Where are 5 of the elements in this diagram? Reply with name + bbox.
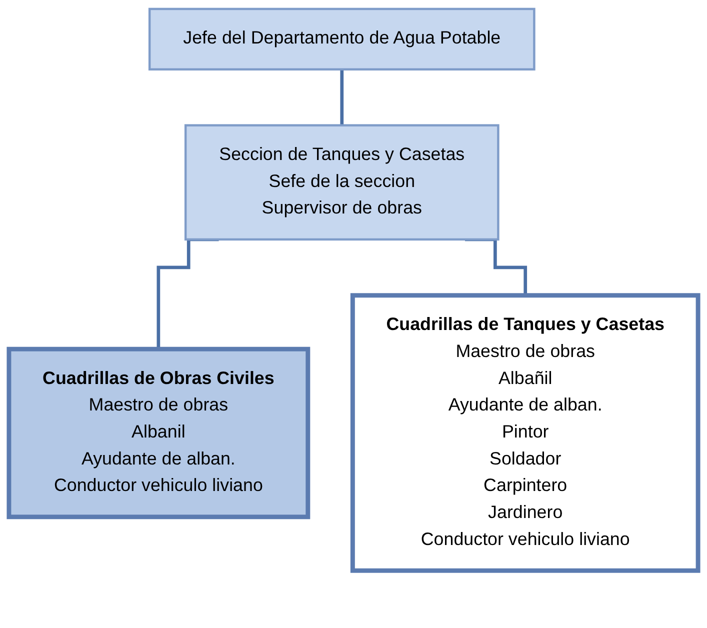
node-box: Cuadrillas de Obras Civiles Maestro de obras Albanil Ayudante de alban. Conductor vehiculo liviano — [6, 346, 310, 520]
connector — [340, 68, 344, 127]
node-box: Seccion de Tanques y Casetas Sefe de la seccion Supervisor de obras — [184, 124, 500, 241]
node-box: Jefe del Departamento de Agua Potable — [148, 8, 536, 70]
node-box: Cuadrillas de Tanques y Casetas Maestro de obras Albañil Ayudante de alban. Pintor Soldador Carpintero Jardinero Conductor vehiculo liviano — [350, 293, 700, 573]
